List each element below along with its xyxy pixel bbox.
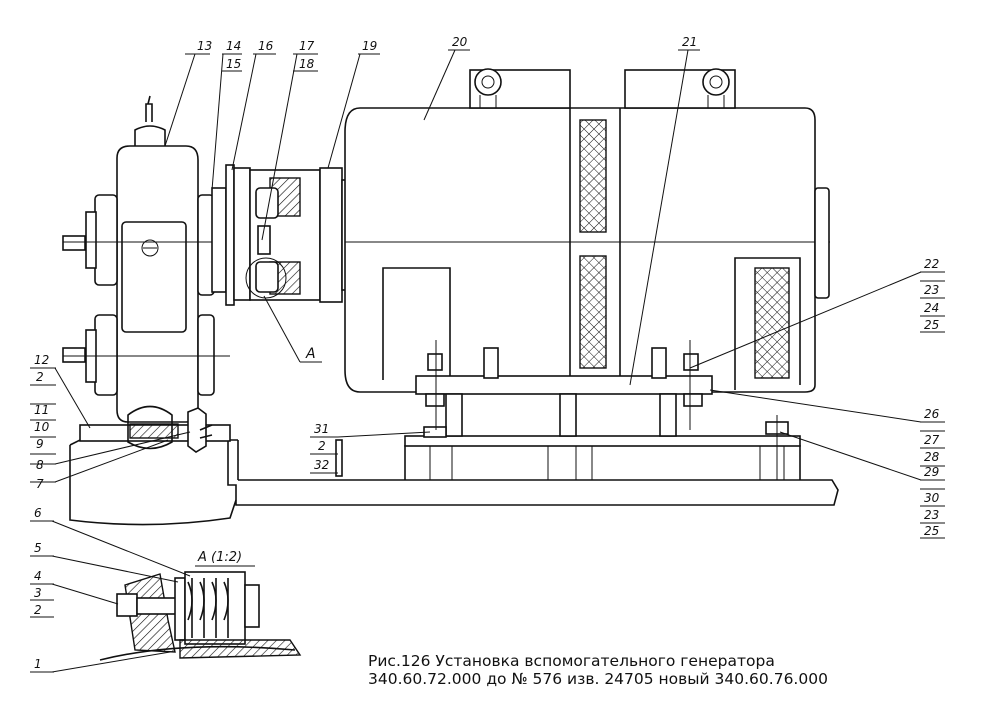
mounting-brackets [415, 340, 789, 480]
callout-23b: 23 [924, 508, 939, 522]
detail-a-section [99, 571, 302, 661]
callout-23a: 23 [924, 283, 939, 297]
callout-6: 6 [34, 506, 42, 520]
callout-24: 24 [924, 301, 939, 315]
callout-25b: 25 [924, 524, 939, 538]
callout-20: 20 [452, 35, 468, 49]
callout-29: 29 [924, 465, 939, 479]
callout-12: 12 [34, 353, 49, 367]
callout-10: 10 [34, 420, 50, 434]
callout-28: 28 [924, 450, 940, 464]
caption-line-2: 340.60.72.000 до № 576 изв. 24705 новый … [368, 670, 828, 688]
callout-25a: 25 [924, 318, 939, 332]
callout-16: 16 [258, 39, 274, 53]
auxiliary-generator [344, 68, 830, 393]
left-reducer-housing [62, 95, 345, 453]
callout-13: 13 [197, 39, 212, 53]
detail-a-title: А (1:2) [197, 550, 242, 565]
callout-labels: 13 14 15 16 17 18 19 20 21 22 23 24 25 2… [34, 35, 940, 671]
callout-17: 17 [299, 39, 315, 53]
callout-4: 4 [34, 569, 42, 583]
callout-15: 15 [226, 57, 241, 71]
callout-11: 11 [34, 403, 49, 417]
callout-14: 14 [226, 39, 241, 53]
callout-8: 8 [36, 458, 44, 472]
coupling [211, 164, 351, 306]
callout-22: 22 [924, 257, 939, 271]
callout-32: 32 [314, 458, 329, 472]
callout-18: 18 [299, 57, 315, 71]
callout-2a: 2 [34, 603, 42, 617]
callout-26: 26 [924, 407, 940, 421]
leader-lines [30, 49, 945, 673]
caption-line-1: Рис.126 Установка вспомогательного генер… [368, 652, 775, 670]
callout-2c: 2 [318, 439, 326, 453]
callout-1: 1 [34, 657, 42, 671]
callout-5: 5 [34, 541, 42, 555]
callout-9: 9 [36, 437, 44, 451]
section-marker-a: А [305, 346, 316, 362]
callout-30: 30 [924, 491, 940, 505]
figure-caption: Рис.126 Установка вспомогательного генер… [368, 652, 828, 688]
callout-21: 21 [682, 35, 697, 49]
callout-2b: 2 [36, 370, 44, 384]
frame-base [69, 424, 839, 526]
callout-19: 19 [362, 39, 377, 53]
callout-3: 3 [34, 586, 42, 600]
callout-27: 27 [924, 433, 940, 447]
callout-7: 7 [36, 477, 44, 491]
callout-31: 31 [314, 422, 329, 436]
